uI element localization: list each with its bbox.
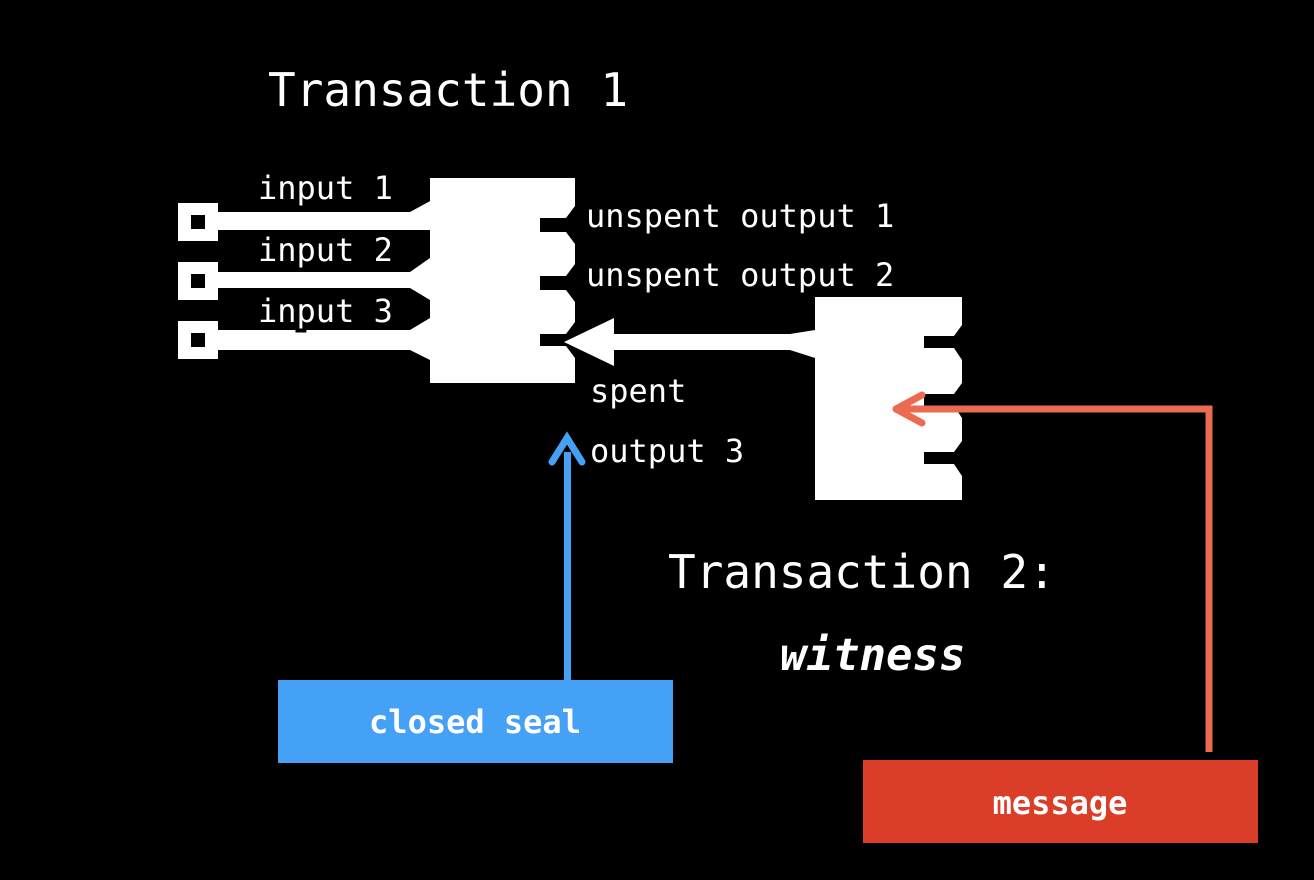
transaction-2-title: Transaction 2: (668, 545, 1056, 599)
unspent-output-2-label: unspent output 2 (586, 256, 894, 294)
closed-seal-arrow (548, 431, 586, 682)
input-port-1-icon (178, 203, 218, 241)
input-port-3-icon (178, 321, 218, 359)
closed-seal-box (278, 680, 673, 763)
witness-label: witness (780, 630, 965, 681)
transaction-2-block (815, 297, 962, 500)
closed-seal-label: closed seal (369, 703, 581, 741)
message-box (863, 760, 1258, 843)
unspent-output-1-label: unspent output 1 (586, 197, 894, 235)
spent-label: spent (590, 372, 686, 410)
input-label-3: input 3 (258, 292, 393, 330)
message-label: message (993, 784, 1128, 822)
spend-connector-arrow (564, 318, 815, 366)
transaction-1-title: Transaction 1 (268, 63, 628, 117)
input-label-1: input 1 (258, 169, 393, 207)
input-port-2-icon (178, 262, 218, 300)
input-wires (215, 200, 432, 360)
transaction-1-block (430, 178, 575, 383)
input-label-2: input 2 (258, 231, 393, 269)
message-arrow-line (902, 405, 1213, 752)
output-3-label: output 3 (590, 432, 744, 470)
message-arrowhead (892, 391, 926, 427)
